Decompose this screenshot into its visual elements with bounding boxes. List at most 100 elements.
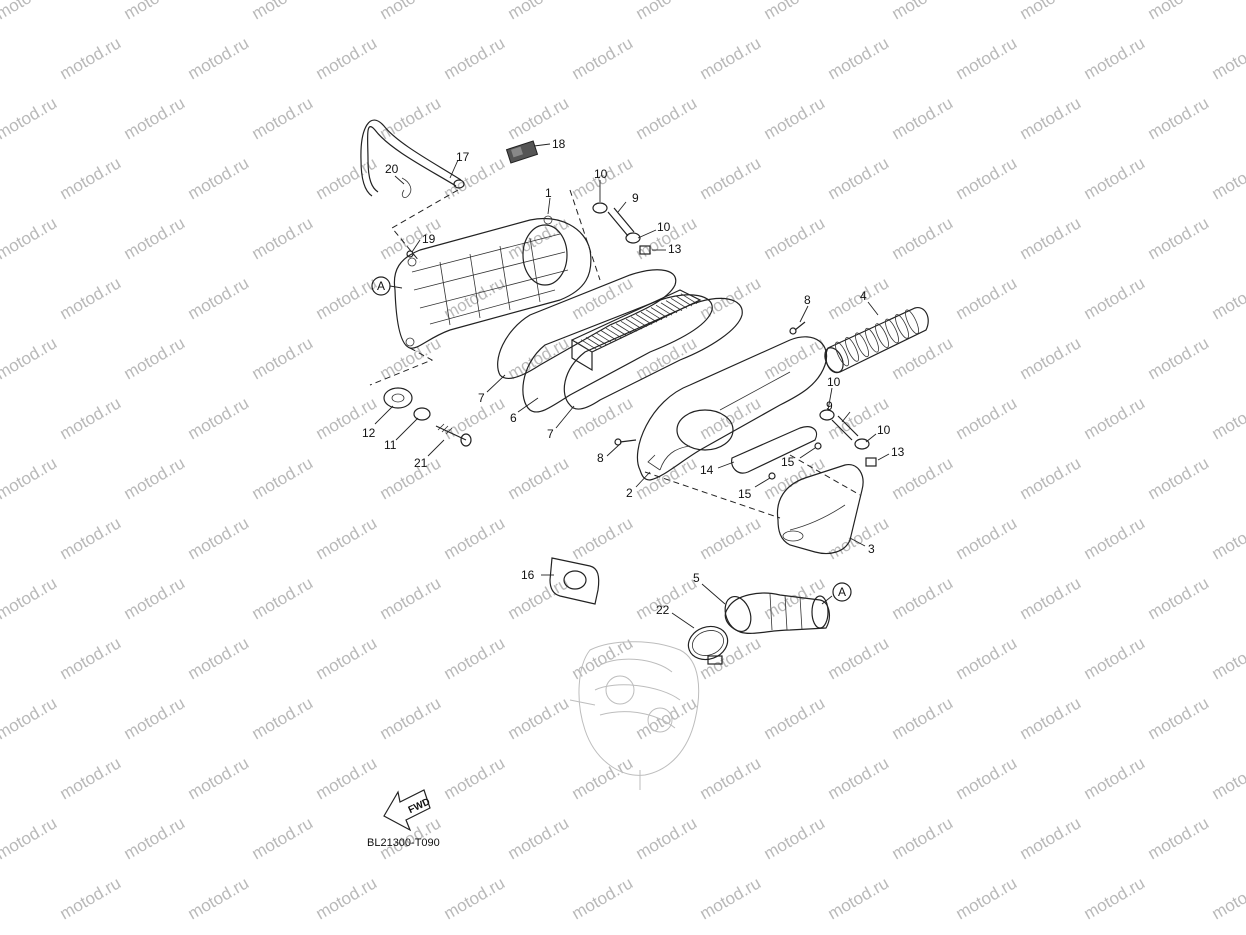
callout-18: 18 xyxy=(552,137,566,151)
callout-layer: 1 2 3 4 5 6 7 7 8 8 9 9 10 xyxy=(362,137,905,629)
screw-19 xyxy=(406,250,414,258)
callout-21: 21 xyxy=(414,456,428,470)
callout-1: 1 xyxy=(545,186,552,200)
watermark-text: motod.ru xyxy=(761,213,829,263)
cover-part xyxy=(776,463,864,555)
watermark-text: motod.ru xyxy=(377,333,445,383)
watermark-text: motod.ru xyxy=(0,213,60,263)
watermark-text: motod.ru xyxy=(1145,573,1213,623)
duct-rib xyxy=(835,341,849,367)
watermark-text: motod.ru xyxy=(377,93,445,143)
watermark-text: motod.ru xyxy=(1209,633,1246,683)
watermark-text: motod.ru xyxy=(697,153,765,203)
watermark-text: motod.ru xyxy=(505,0,573,23)
watermark-text: motod.ru xyxy=(505,573,573,623)
watermark-text: motod.ru xyxy=(249,573,317,623)
watermark-text: motod.ru xyxy=(505,453,573,503)
watermark-text: motod.ru xyxy=(57,273,125,323)
gasket-right xyxy=(563,297,743,410)
watermark-text: motod.ru xyxy=(825,33,893,83)
watermark-text: motod.ru xyxy=(505,693,573,743)
watermark-text: motod.ru xyxy=(697,33,765,83)
watermark-text: motod.ru xyxy=(121,0,189,23)
watermark-text: motod.ru xyxy=(889,0,957,23)
connector-part xyxy=(505,140,539,164)
watermark-text: motod.ru xyxy=(761,813,829,863)
watermark-text: motod.ru xyxy=(505,813,573,863)
screw-15-a xyxy=(814,442,822,450)
plug-13-a xyxy=(639,245,651,255)
filter-pleat xyxy=(670,297,688,309)
ref-marker-a-left: A xyxy=(371,276,403,296)
watermark-text: motod.ru xyxy=(441,153,509,203)
intake-duct xyxy=(824,306,929,374)
callout-5: 5 xyxy=(693,571,700,585)
clamp-10-d xyxy=(854,438,870,450)
watermark-text: motod.ru xyxy=(1017,693,1085,743)
watermark-text: motod.ru xyxy=(953,633,1021,683)
clamp-part xyxy=(687,625,729,665)
watermark-text: motod.ru xyxy=(889,573,957,623)
ref-marker-a-right: A xyxy=(821,582,852,605)
air-cleaner-cap xyxy=(636,336,828,481)
watermark-text: motod.ru xyxy=(441,393,509,443)
watermark-text: motod.ru xyxy=(889,693,957,743)
watermark-text: motod.ru xyxy=(569,393,637,443)
watermark-text: motod.ru xyxy=(569,633,637,683)
watermark-text: motod.ru xyxy=(185,873,253,923)
watermark-text: motod.ru xyxy=(377,453,445,503)
watermark-text: motod.ru xyxy=(633,453,701,503)
watermark-text: motod.ru xyxy=(249,93,317,143)
watermark-text: motod.ru xyxy=(441,633,509,683)
watermark-text: motod.ru xyxy=(1145,333,1213,383)
callout-15b: 15 xyxy=(738,487,752,501)
gasket-plate xyxy=(549,557,600,605)
watermark-text: motod.ru xyxy=(1017,333,1085,383)
watermark-text: motod.ru xyxy=(185,273,253,323)
clamp-10-c xyxy=(819,409,835,421)
callout-10c: 10 xyxy=(827,375,841,389)
watermark-text: motod.ru xyxy=(313,513,381,563)
watermark-text: motod.ru xyxy=(569,873,637,923)
figure-code: BL21300-T090 xyxy=(367,837,440,849)
watermark-text: motod.ru xyxy=(697,633,765,683)
watermark-text: motod.ru xyxy=(1081,753,1149,803)
callout-16: 16 xyxy=(521,568,535,582)
watermark-text: motod.ru xyxy=(185,33,253,83)
watermark-text: motod.ru xyxy=(1209,753,1246,803)
watermark-text: motod.ru xyxy=(953,33,1021,83)
watermark-text: motod.ru xyxy=(377,693,445,743)
callout-8b: 8 xyxy=(597,451,604,465)
watermark-text: motod.ru xyxy=(57,633,125,683)
watermark-text: motod.ru xyxy=(1145,93,1213,143)
element-frame xyxy=(522,294,713,413)
watermark-text: motod.ru xyxy=(1017,0,1085,23)
watermark-text: motod.ru xyxy=(1081,273,1149,323)
callout-9b: 9 xyxy=(826,399,833,413)
watermark-text: motod.ru xyxy=(57,753,125,803)
watermark-text: motod.ru xyxy=(249,333,317,383)
watermark-text: motod.ru xyxy=(953,753,1021,803)
watermark-text: motod.ru xyxy=(633,93,701,143)
watermark-text: motod.ru xyxy=(1145,453,1213,503)
clamp-10-a xyxy=(592,202,608,214)
watermark-text: motod.ru xyxy=(441,33,509,83)
watermark-text: motod.ru xyxy=(313,753,381,803)
watermark-text: motod.ru xyxy=(313,633,381,683)
callout-11: 11 xyxy=(384,438,397,452)
callout-7b: 7 xyxy=(547,427,554,441)
bolt-8-lower xyxy=(614,438,637,446)
watermark-text: motod.ru xyxy=(121,333,189,383)
watermark-text: motod.ru xyxy=(761,333,829,383)
tube-9-upper xyxy=(607,207,635,237)
watermark-text: motod.ru xyxy=(1017,93,1085,143)
watermark-text: motod.ru xyxy=(313,873,381,923)
watermark-text: motod.ru xyxy=(825,753,893,803)
watermark-text: motod.ru xyxy=(249,213,317,263)
filter-pleat xyxy=(680,293,698,305)
watermark-text: motod.ru xyxy=(569,33,637,83)
watermark-text: motod.ru xyxy=(1017,573,1085,623)
watermark-text: motod.ru xyxy=(249,693,317,743)
